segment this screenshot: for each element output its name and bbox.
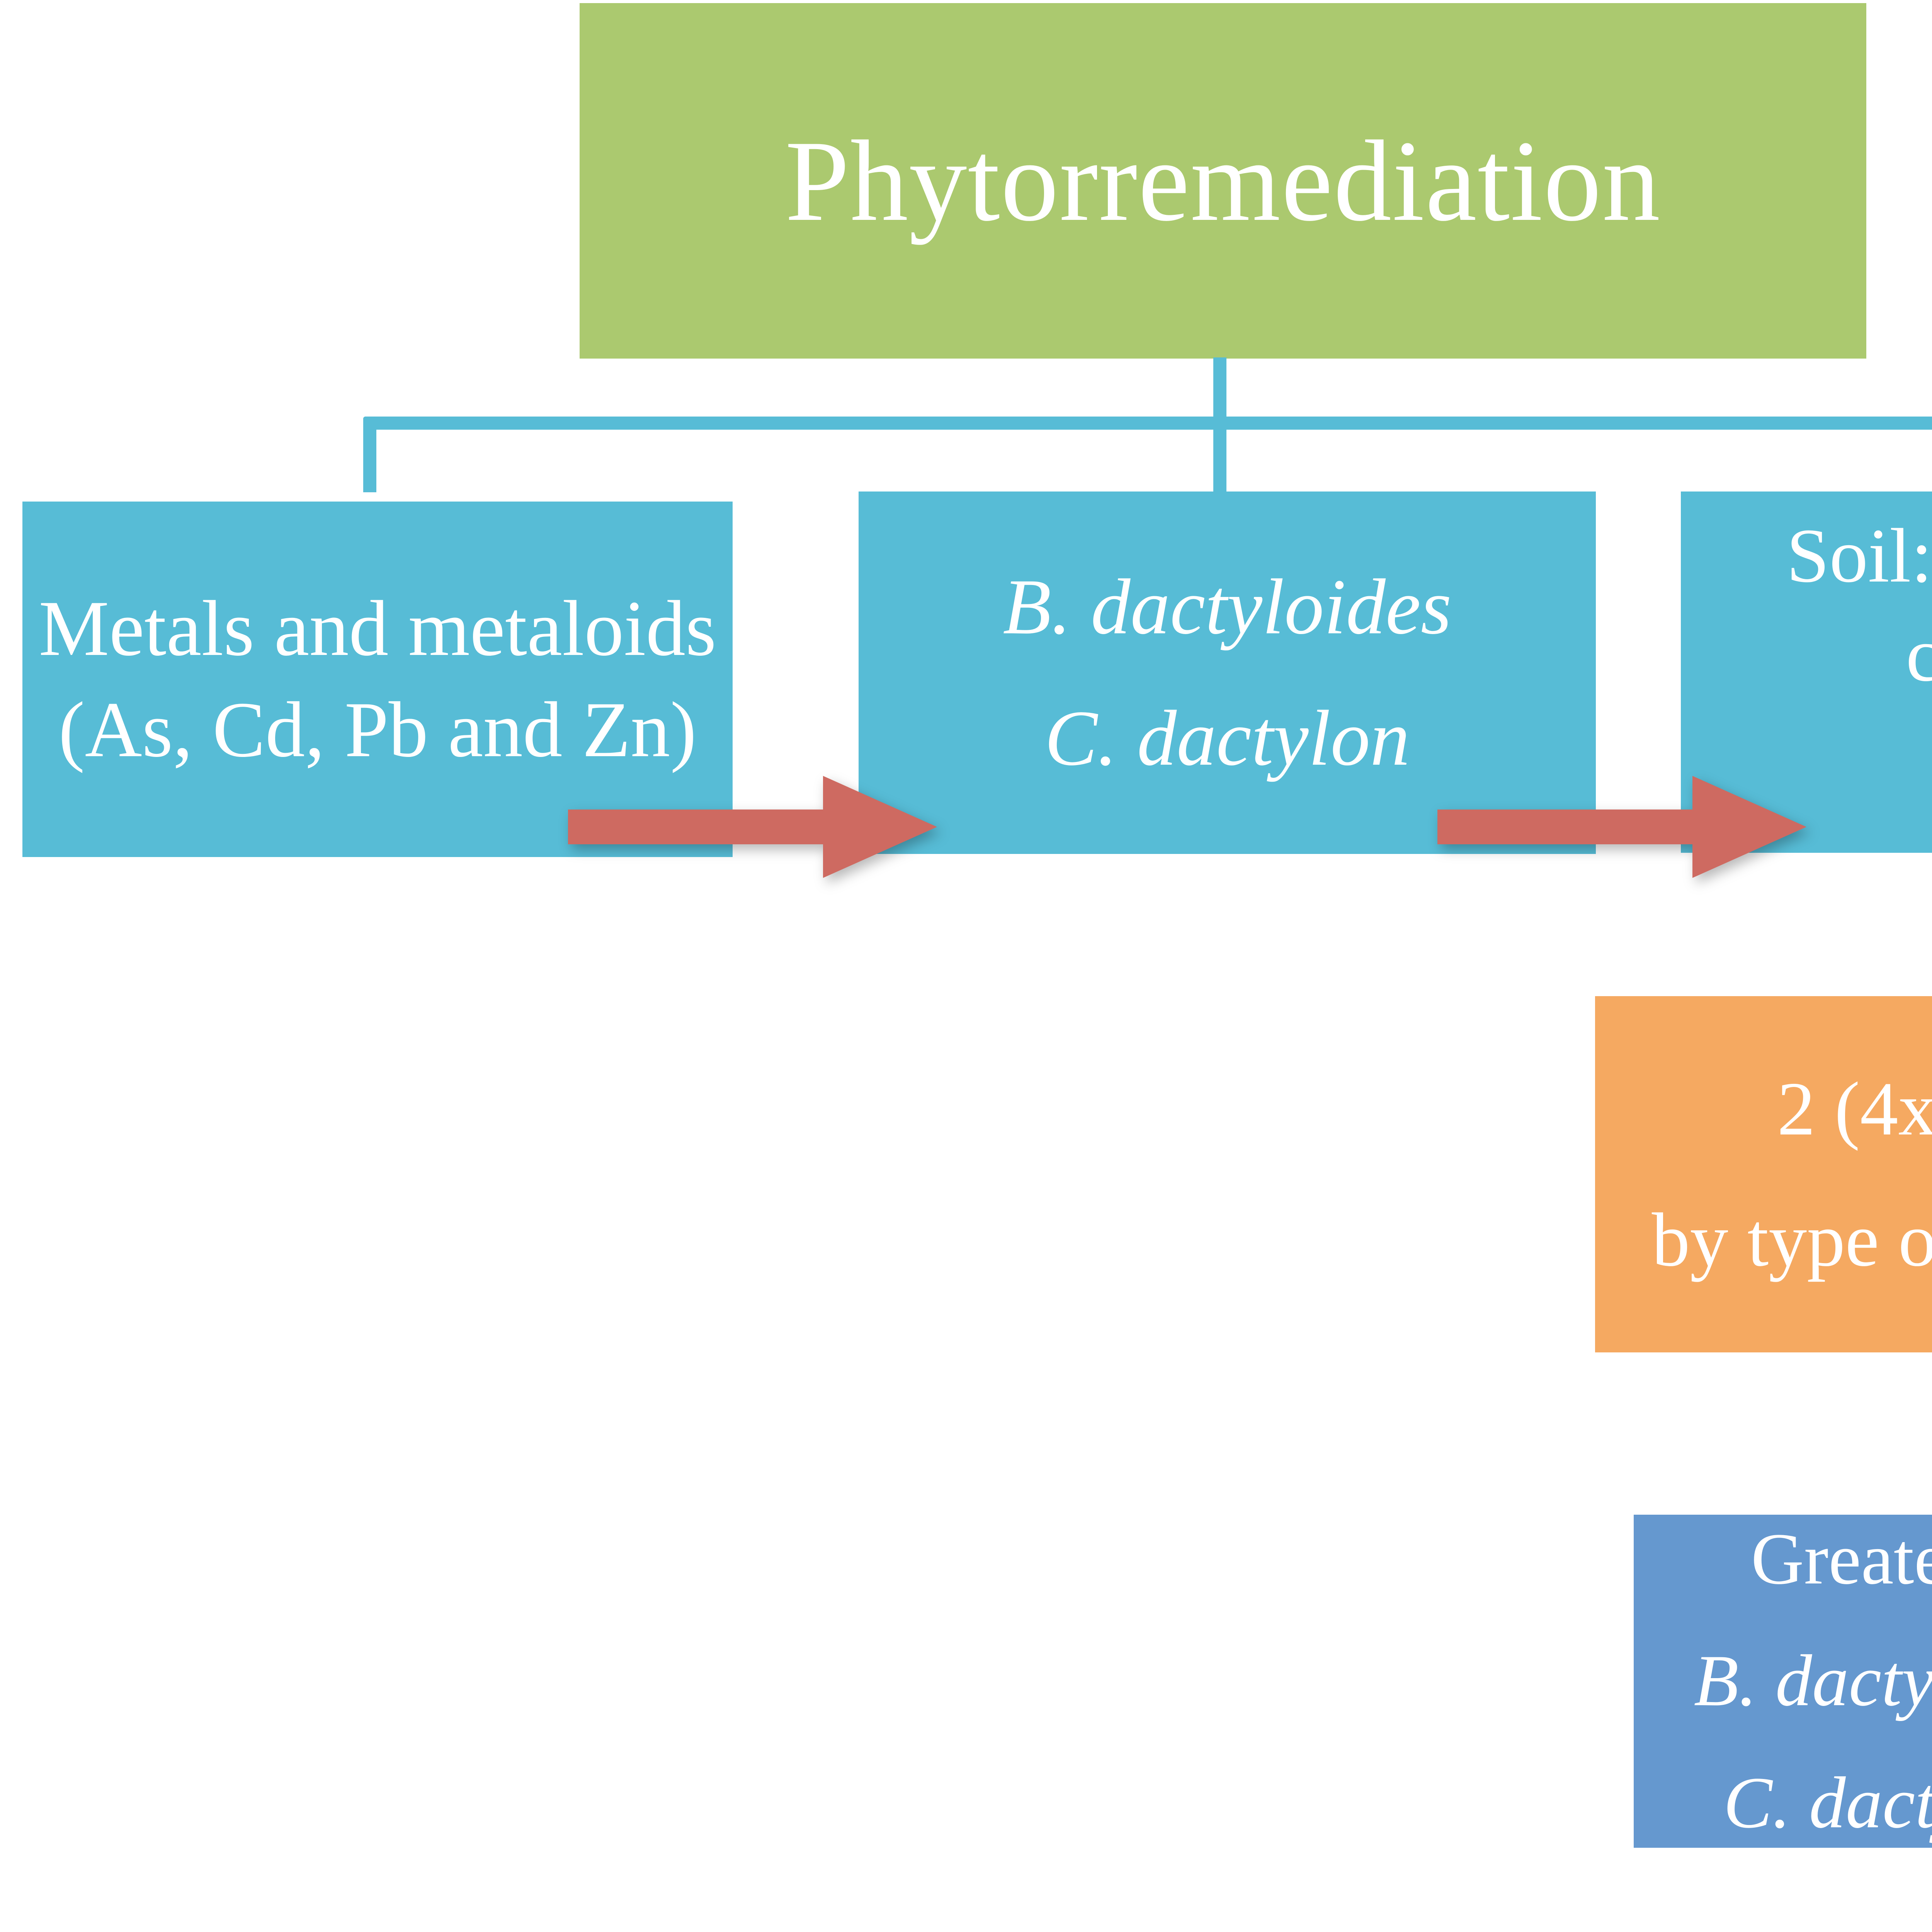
arrow-metals-to-species: [568, 776, 937, 878]
node-germination-species-2: C. dactylon: [1723, 1762, 1932, 1844]
connector-bracket-left-drop: [363, 417, 376, 492]
node-germination-line-1: Greater germination %: [1751, 1519, 1932, 1600]
node-soil-line-1: Soil: Different pH: [1786, 513, 1932, 599]
node-germination-line-2: B. dactyloides 83% pH 7.8: [1694, 1634, 1932, 1728]
node-metals-line-1: Metals and metaloids: [39, 584, 716, 672]
node-species: B. dactyloides C. dactylon: [859, 492, 1596, 854]
node-phytorremediation-label: Phytorremediation: [785, 117, 1661, 245]
node-germination-species-1: B. dactyloides: [1694, 1640, 1932, 1722]
node-germination-line-3: C. dactylon 34 % pH 6.0: [1723, 1756, 1932, 1850]
node-species-line-2: C. dactylon: [1044, 694, 1410, 782]
node-repetitions: 2 (4x4) repetitions: by type of seed and…: [1595, 996, 1932, 1352]
node-species-line-1: B. dactyloides: [1003, 563, 1452, 651]
node-repetitions-line-2: by type of seed and soil pH: [1651, 1197, 1932, 1282]
node-soil-line-2: conditions: [1906, 612, 1932, 697]
node-greater-germination: Greater germination % B. dactyloides 83%…: [1634, 1515, 1932, 1848]
node-metals-line-2: (As, Cd, Pb and Zn): [58, 686, 697, 774]
connector-bracket-center-drop: [1213, 417, 1226, 492]
connector-bracket-horizontal: [363, 417, 1932, 430]
node-metals-and-metalloids: Metals and metaloids (As, Cd, Pb and Zn): [22, 502, 733, 857]
node-repetitions-line-1: 2 (4x4) repetitions:: [1777, 1066, 1932, 1151]
connector-title-to-bracket: [1213, 357, 1226, 419]
node-phytorremediation: Phytorremediation: [580, 3, 1866, 359]
arrow-species-to-soil: [1437, 776, 1806, 878]
